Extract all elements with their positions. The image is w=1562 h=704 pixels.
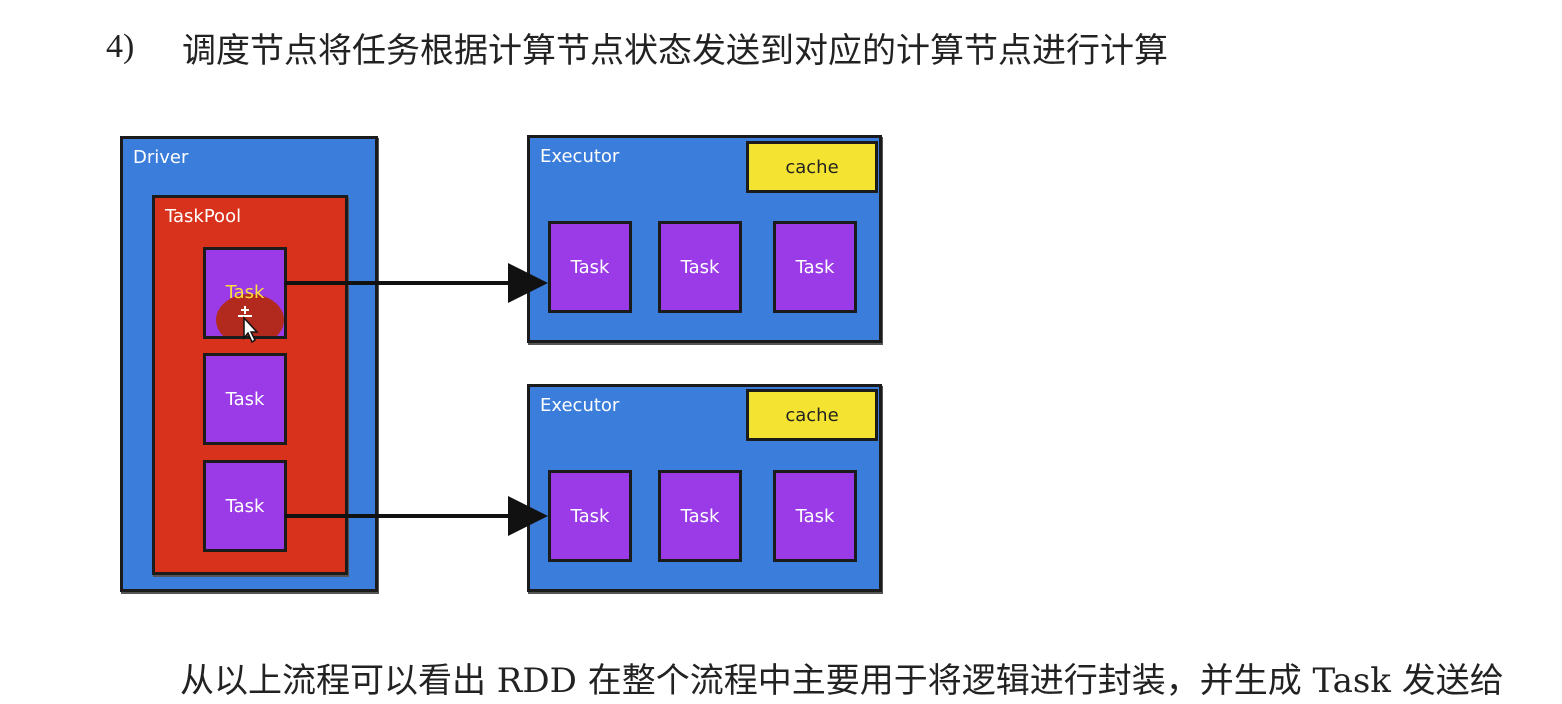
driver-label: Driver	[133, 147, 189, 168]
executor-label: Executor	[540, 146, 620, 167]
taskpool-task-3[interactable]: Task	[203, 460, 287, 552]
mouse-cursor-icon	[238, 306, 259, 344]
cache-box: cache	[746, 141, 878, 193]
step-number: 4)	[106, 28, 135, 65]
step-text: 调度节点将任务根据计算节点状态发送到对应的计算节点进行计算	[182, 30, 1168, 71]
summary-text: 从以上流程可以看出 RDD 在整个流程中主要用于将逻辑进行封装，并生成 Task…	[180, 660, 1504, 701]
executor-label: Executor	[540, 395, 620, 416]
cache-box: cache	[746, 389, 878, 441]
task-label: Task	[225, 495, 265, 517]
executor-2-task-3[interactable]: Task	[773, 470, 857, 562]
step-heading: 4) 调度节点将任务根据计算节点状态发送到对应的计算节点进行计算	[106, 22, 1168, 72]
task-label: Task	[225, 388, 265, 410]
taskpool-task-2[interactable]: Task	[203, 353, 287, 445]
executor-1-task-1[interactable]: Task	[548, 221, 632, 313]
task-label: Task	[225, 282, 265, 303]
executor-2-task-1[interactable]: Task	[548, 470, 632, 562]
executor-2-task-2[interactable]: Task	[658, 470, 742, 562]
executor-1-task-3[interactable]: Task	[773, 221, 857, 313]
taskpool-label: TaskPool	[165, 206, 242, 227]
executor-1-task-2[interactable]: Task	[658, 221, 742, 313]
